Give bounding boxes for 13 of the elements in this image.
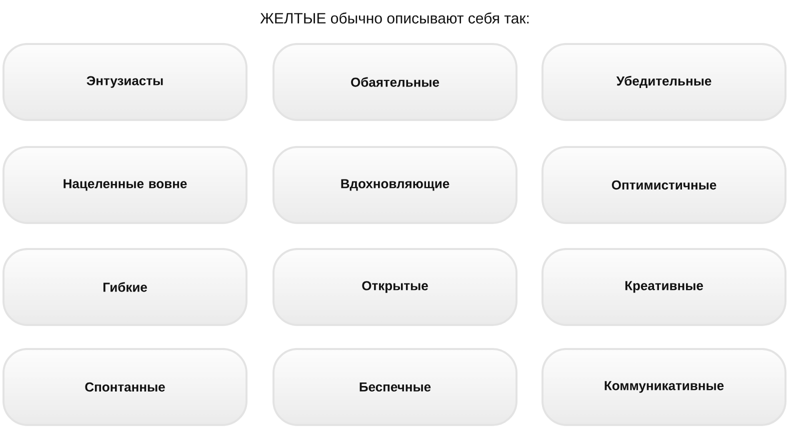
- rounded-box: Гибкие: [2, 248, 248, 326]
- rounded-box: Оптимистичные: [542, 146, 786, 224]
- rounded-box: Открытые: [272, 248, 518, 326]
- title: ЖЕЛТЫЕ обычно описывают себя так:: [260, 12, 529, 24]
- rounded-box: Убедительные: [542, 43, 786, 121]
- rounded-box: Нацеленные вовне: [2, 146, 248, 224]
- rounded-box: Коммуникативные: [542, 348, 786, 426]
- rounded-box: Беспечные: [272, 348, 518, 426]
- rounded-box: Креативные: [542, 248, 786, 326]
- rounded-box: Энтузиасты: [2, 43, 248, 121]
- rounded-box: Спонтанные: [2, 348, 248, 426]
- rounded-box: Обаятельные: [272, 43, 518, 121]
- rounded-box: Вдохновляющие: [272, 146, 518, 224]
